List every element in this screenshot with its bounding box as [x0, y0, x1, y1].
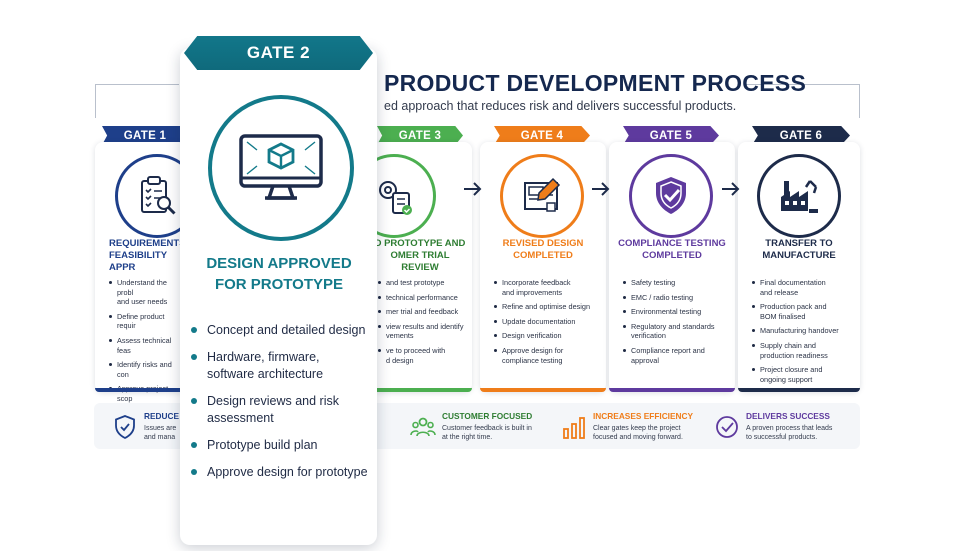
gate-4-card: REVISED DESIGN COMPLETED Incorporate fee…	[480, 142, 606, 392]
gate-3-title: D PROTOTYPE AND OMER TRIAL REVIEW	[374, 238, 466, 273]
gate-5-card: COMPLIANCE TESTING COMPLETED Safety test…	[609, 142, 735, 392]
list-item: Incorporate feedback and improvements	[494, 278, 598, 297]
list-item: mer trial and feedback	[378, 307, 464, 317]
factory-icon	[757, 154, 841, 238]
benefit-reduce: REDUCE Issues are and mana	[112, 408, 182, 448]
header-bracket-right	[746, 84, 860, 118]
gate-4-title: REVISED DESIGN COMPLETED	[502, 238, 584, 261]
list-item: Environmental testing	[623, 307, 727, 317]
blueprint-icon	[500, 154, 584, 238]
page-title: PRODUCT DEVELOPMENT PROCESS	[384, 70, 807, 96]
gate-4-tag: GATE 4	[494, 126, 590, 145]
list-item: Design verification	[494, 331, 598, 341]
list-item: Final documentation and release	[752, 278, 852, 297]
benefit-title: DELIVERS SUCCESS	[746, 411, 830, 421]
arrow-right-icon	[722, 182, 740, 196]
gate-3-tag: GATE 3	[377, 126, 463, 145]
gate-1-card: REQUIREMENTS FEASIBILITY APPR Understand…	[95, 142, 199, 403]
list-item: Production pack and BOM finalised	[752, 302, 852, 321]
list-item: Refine and optimise design	[494, 302, 598, 312]
gate-5-title: COMPLIANCE TESTING COMPLETED	[618, 238, 726, 261]
benefit-title: REDUCE	[144, 411, 180, 421]
page-subtitle: ed approach that reduces risk and delive…	[384, 99, 737, 113]
benefit-customer-focused: CUSTOMER FOCUSED Customer feedback is bu…	[410, 408, 550, 448]
gate-6-accent-bar	[738, 388, 860, 392]
gate-6-list: Final documentation and release Producti…	[752, 278, 852, 389]
gate-5-accent-bar	[609, 388, 735, 392]
list-item: Update documentation	[494, 317, 598, 327]
benefit-title: CUSTOMER FOCUSED	[442, 411, 533, 421]
gate-6-tag: GATE 6	[752, 126, 850, 145]
gate-4-accent-bar	[480, 388, 606, 392]
list-item: Assess technical feas	[109, 336, 179, 355]
benefit-text: Clear gates keep the project focused and…	[593, 425, 683, 441]
list-item: technical performance	[378, 293, 464, 303]
benefit-text: Customer feedback is built in at the rig…	[442, 425, 532, 441]
check-circle-icon	[716, 416, 738, 438]
arrow-right-icon	[464, 182, 482, 196]
gate-4-list: Incorporate feedback and improvements Re…	[494, 278, 598, 370]
arrow-right-icon	[592, 182, 610, 196]
gate-2-tag: GATE 2	[184, 36, 373, 70]
list-item: Safety testing	[623, 278, 727, 288]
benefit-text: A proven process that leads to successfu…	[746, 425, 833, 441]
list-item: and test prototype	[378, 278, 464, 288]
list-item: Concept and detailed design	[188, 322, 374, 339]
list-item: Manufacturing handover	[752, 326, 852, 336]
list-item: Define product requir	[109, 312, 179, 331]
gate-5-tag: GATE 5	[623, 126, 719, 145]
gate-6-card: TRANSFER TO MANUFACTURE Final documentat…	[738, 142, 860, 392]
list-item: Supply chain and production readiness	[752, 341, 852, 360]
benefit-text: Issues are and mana	[144, 425, 177, 441]
gate-1-title: REQUIREMENTS FEASIBILITY APPR	[109, 238, 186, 273]
benefit-delivers-success: DELIVERS SUCCESS A proven process that l…	[714, 408, 854, 448]
list-item: ve to proceed with d design	[378, 346, 464, 365]
monitor-cube-icon	[208, 95, 354, 241]
gate-1-accent-bar	[95, 388, 187, 392]
shield-check-icon	[629, 154, 713, 238]
list-item: Approve design for prototype	[188, 464, 374, 481]
list-item: Approve design for compliance testing	[494, 346, 598, 365]
list-item: Understand the probl and user needs	[109, 278, 179, 307]
list-item: view results and identify vements	[378, 322, 464, 341]
list-item: EMC / radio testing	[623, 293, 727, 303]
gate-3-card: D PROTOTYPE AND OMER TRIAL REVIEW and te…	[352, 142, 472, 392]
shield-check-icon	[115, 415, 135, 440]
gate-6-title: TRANSFER TO MANUFACTURE	[762, 238, 836, 261]
list-item: Compliance report and approval	[623, 346, 727, 365]
gate-2-title: DESIGN APPROVED FOR PROTOTYPE	[206, 255, 352, 293]
bar-chart-icon	[563, 417, 585, 439]
benefit-increases-efficiency: INCREASES EFFICIENCY Clear gates keep th…	[561, 408, 711, 448]
list-item: Project closure and ongoing support	[752, 365, 852, 384]
benefit-title: INCREASES EFFICIENCY	[593, 411, 694, 421]
list-item: Design reviews and risk assessment	[188, 393, 374, 427]
gate-3-accent-bar	[372, 388, 472, 392]
list-item: Regulatory and standards verification	[623, 322, 727, 341]
people-icon	[410, 417, 436, 437]
gate-5-list: Safety testing EMC / radio testing Envir…	[623, 278, 727, 370]
header-bracket-left	[95, 84, 179, 118]
list-item: Identify risks and con	[109, 360, 179, 379]
gate-3-list: and test prototype technical performance…	[378, 278, 464, 370]
gate-1-tag: GATE 1	[102, 126, 188, 145]
list-item: Prototype build plan	[188, 437, 374, 454]
list-item: Hardware, firmware, software architectur…	[188, 349, 374, 383]
gate-2-list: Concept and detailed design Hardware, fi…	[188, 322, 374, 481]
